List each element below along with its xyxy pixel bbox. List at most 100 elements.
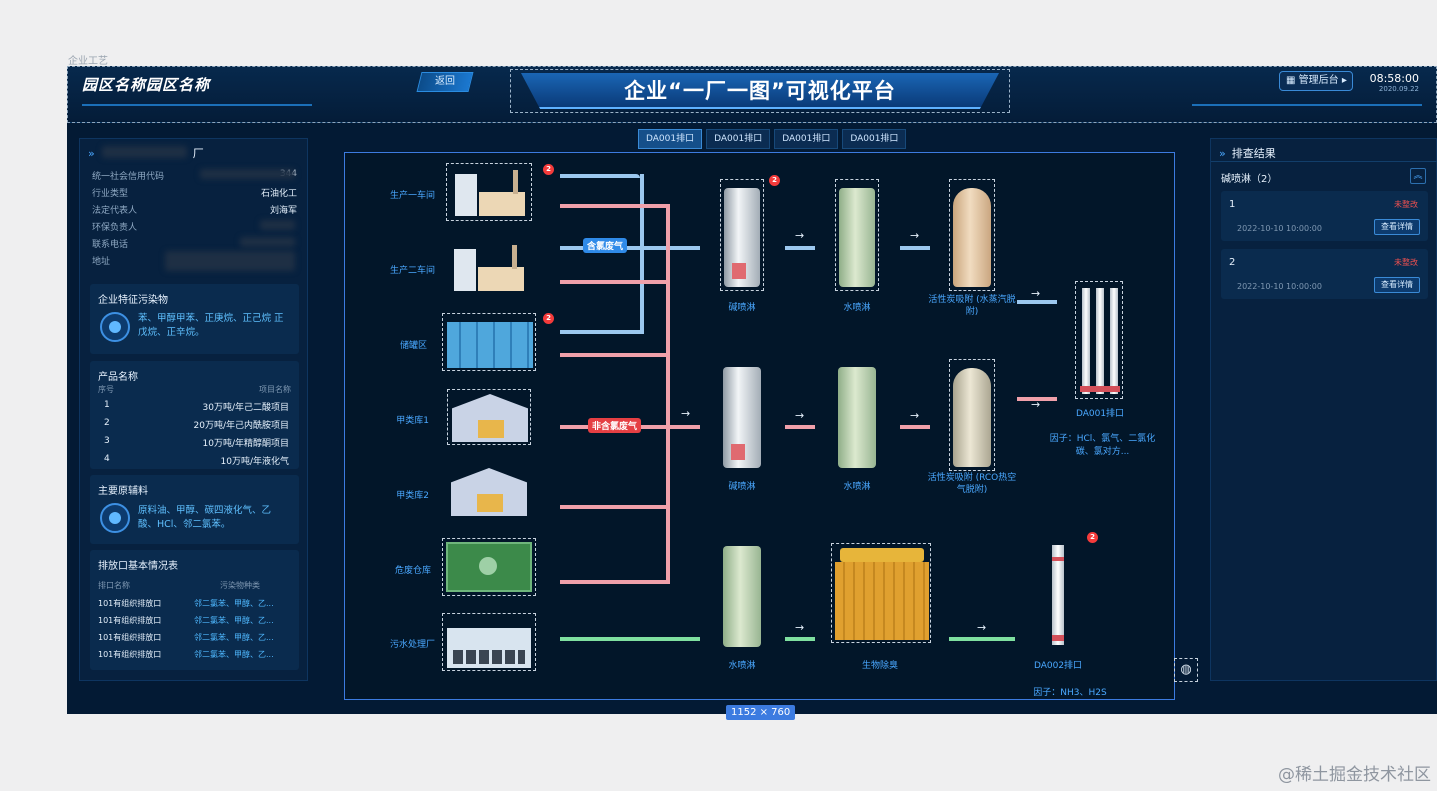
outlets-header: 排口名称污染物种类 <box>98 581 260 590</box>
field-legal-rep: 法定代表人刘海军 <box>92 206 297 216</box>
result-number: 1 <box>1229 199 1236 210</box>
clock-date: 2020.09.22 <box>1378 85 1419 93</box>
water-scrubber-3-label: 水喷淋 <box>728 661 756 671</box>
flow-arrow: → <box>1031 398 1041 411</box>
outlet-2-stack[interactable] <box>1045 543 1071 649</box>
alkali-scrubber-1-label: 碱喷淋 <box>728 303 756 313</box>
pipe-blue <box>560 330 644 334</box>
table-row: 101有组织排放口邻二氯苯、甲醇、乙... <box>98 633 274 642</box>
clock: 08:58:00 2020.09.22 <box>1367 72 1419 93</box>
pollutants-text: 苯、甲醇甲苯、正庚烷、正己烷 正戊烷、正辛烷。 <box>138 313 284 338</box>
clock-time: 08:58:00 <box>1369 72 1419 85</box>
result-item-2: 2 未整改 2022-10-10 10:00:00 查看详情 <box>1221 249 1428 299</box>
pipe-blue <box>640 174 644 334</box>
pipe-red <box>560 280 670 284</box>
chlorine-gas-label: 含氯废气 <box>583 238 628 253</box>
tab-outlet-4[interactable]: DA001排口 <box>842 129 907 149</box>
bio-deodorizer-label: 生物除臭 <box>861 661 898 671</box>
pipe-blue-main <box>560 246 700 250</box>
results-title: 排查结果 <box>1219 145 1276 161</box>
water-scrubber-2-label: 水喷淋 <box>843 482 871 492</box>
title-plate: 企业“一厂一图”可视化平台 <box>521 73 999 109</box>
field-phone: 联系电话 <box>92 240 129 250</box>
pipe-green <box>949 637 1015 641</box>
pipe-red <box>560 505 670 509</box>
pipe-red <box>1017 397 1057 401</box>
products-header: 序号项目名称 <box>98 385 291 394</box>
field-env-manager: 环保负责人 <box>92 223 138 233</box>
outlet-1-factors: 因子：HCl、氯气、二氯化碳、氯对方... <box>1049 434 1156 457</box>
pollutants-title: 企业特征污染物 <box>98 295 168 306</box>
warehouse-1[interactable] <box>447 389 531 445</box>
view-details-button[interactable]: 查看详情 <box>1374 277 1420 293</box>
sewage-plant[interactable] <box>442 613 536 671</box>
water-scrubber-1[interactable] <box>835 179 879 291</box>
flow-arrow: → <box>910 409 920 422</box>
alkali-scrubber-1[interactable] <box>720 179 764 291</box>
factory-2[interactable] <box>446 239 532 297</box>
warehouse-2[interactable] <box>447 464 531 520</box>
source-label-warehouse-1: 甲类库1 <box>396 416 429 426</box>
redacted-address <box>165 251 295 271</box>
carbon-adsorber-2-label: 活性炭吸附 (RCO热空气脱附) <box>927 473 1017 495</box>
tab-outlet-3[interactable]: DA001排口 <box>774 129 839 149</box>
source-label-sewage-plant: 污水处理厂 <box>389 640 435 650</box>
source-label-tank-farm: 储罐区 <box>399 341 427 351</box>
alert-badge: 2 <box>543 313 554 324</box>
source-label-warehouse-2: 甲类库2 <box>396 491 429 501</box>
water-scrubber-3[interactable] <box>720 538 764 650</box>
factory-1[interactable] <box>446 163 532 221</box>
result-item-1: 1 未整改 2022-10-10 10:00:00 查看详情 <box>1221 191 1428 241</box>
redacted-env-manager <box>260 220 295 230</box>
pipe-blue <box>900 246 930 250</box>
leaf-icon <box>100 503 130 533</box>
company-title: 厂 <box>88 145 204 161</box>
bio-deodorizer[interactable] <box>831 543 931 643</box>
alkali-scrubber-2[interactable] <box>720 359 764 471</box>
flow-arrow: → <box>795 621 805 634</box>
pipe-green <box>560 637 700 641</box>
grid-icon: ▦ <box>1286 75 1296 86</box>
dashboard-stage: 园区名称园区名称 返回 企业“一厂一图”可视化平台 ▦ 管理后台 ▸ 08:58… <box>67 66 1437 714</box>
alert-badge: 2 <box>769 175 780 186</box>
header-line-left <box>82 104 312 106</box>
pipe-red <box>560 353 670 357</box>
tab-outlet-1[interactable]: DA001排口 <box>638 129 703 149</box>
outlet-tabs: DA001排口 DA001排口 DA001排口 DA001排口 <box>638 129 907 149</box>
carbon-adsorber-2[interactable] <box>949 359 995 471</box>
pipe-red <box>785 425 815 429</box>
watermark: @稀土掘金技术社区 <box>1278 765 1431 785</box>
admin-button[interactable]: ▦ 管理后台 ▸ <box>1279 71 1353 91</box>
flow-arrow: → <box>795 229 805 242</box>
flow-arrow: → <box>910 229 920 242</box>
view-details-button[interactable]: 查看详情 <box>1374 219 1420 235</box>
size-badge: 1152 × 760 <box>726 705 796 720</box>
products-title: 产品名称 <box>98 372 138 383</box>
outlet-1-stacks[interactable] <box>1075 281 1123 399</box>
field-industry: 行业类型石油化工 <box>92 189 297 199</box>
back-button[interactable]: 返回 <box>416 72 474 92</box>
result-status: 未整改 <box>1394 200 1418 209</box>
pipe-red <box>900 425 930 429</box>
outlets-title: 排放口基本情况表 <box>98 561 178 572</box>
chevron-up-icon[interactable]: ︽ <box>1410 168 1426 184</box>
redacted-phone <box>240 237 295 247</box>
caret-right-icon: ▸ <box>1341 75 1347 86</box>
hazardous-store[interactable] <box>442 538 536 596</box>
tab-outlet-2[interactable]: DA001排口 <box>706 129 771 149</box>
water-scrubber-1-label: 水喷淋 <box>843 303 871 313</box>
globe-icon[interactable]: ◍ <box>1174 658 1198 682</box>
water-scrubber-2[interactable] <box>835 359 879 471</box>
process-diagram: 生产一车间 生产二车间 储罐区 甲类库1 甲类库2 危废仓库 污水处理厂 <box>344 152 1175 700</box>
flow-arrow: → <box>681 407 691 420</box>
result-date: 2022-10-10 10:00:00 <box>1237 282 1322 291</box>
carbon-adsorber-1[interactable] <box>949 179 995 291</box>
pipe-blue <box>1017 300 1057 304</box>
outlet-2-factors: 因子：NH3、H2S <box>1033 688 1107 698</box>
tank-farm[interactable] <box>442 313 536 371</box>
outlet-2-label: DA002排口 <box>1033 661 1083 671</box>
